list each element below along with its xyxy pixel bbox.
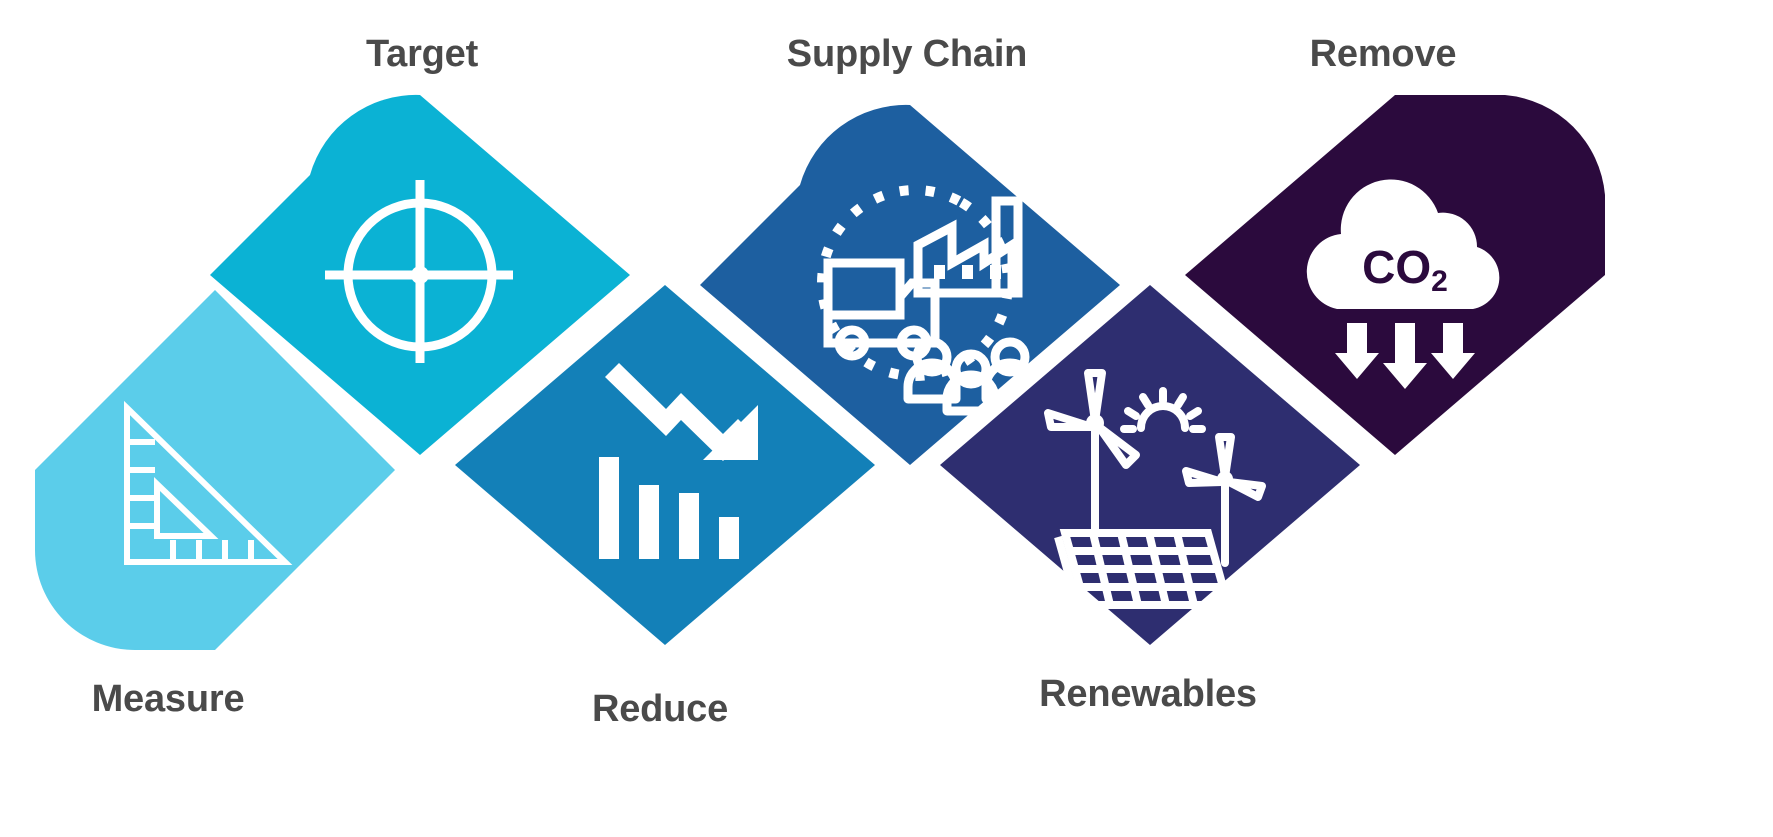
step-reduce[interactable] <box>455 285 875 645</box>
step-target[interactable] <box>210 94 630 455</box>
step-supply-chain[interactable] <box>700 104 1120 465</box>
renewables-tile-shape <box>940 285 1360 645</box>
step-remove[interactable]: CO2 <box>1185 95 1605 455</box>
label-measure: Measure <box>91 678 245 720</box>
reduce-tile-shape <box>455 285 875 645</box>
label-target: Target <box>365 33 479 75</box>
label-remove: Remove <box>1309 33 1457 75</box>
declining-bar-chart-arrow-icon <box>599 363 758 559</box>
label-renewables: Renewables <box>1039 673 1257 715</box>
set-square-ruler-icon <box>124 400 293 565</box>
solar-panel-wind-turbine-icon <box>1044 369 1266 617</box>
truck-factory-people-icon <box>817 185 1039 416</box>
step-measure[interactable] <box>35 290 395 650</box>
co2-cloud-down-arrows-icon: CO2 <box>1306 179 1500 389</box>
label-supply-chain: Supply Chain <box>786 33 1028 75</box>
step-renewables[interactable] <box>940 285 1360 645</box>
crosshair-target-icon <box>325 180 513 363</box>
label-reduce: Reduce <box>591 688 729 730</box>
